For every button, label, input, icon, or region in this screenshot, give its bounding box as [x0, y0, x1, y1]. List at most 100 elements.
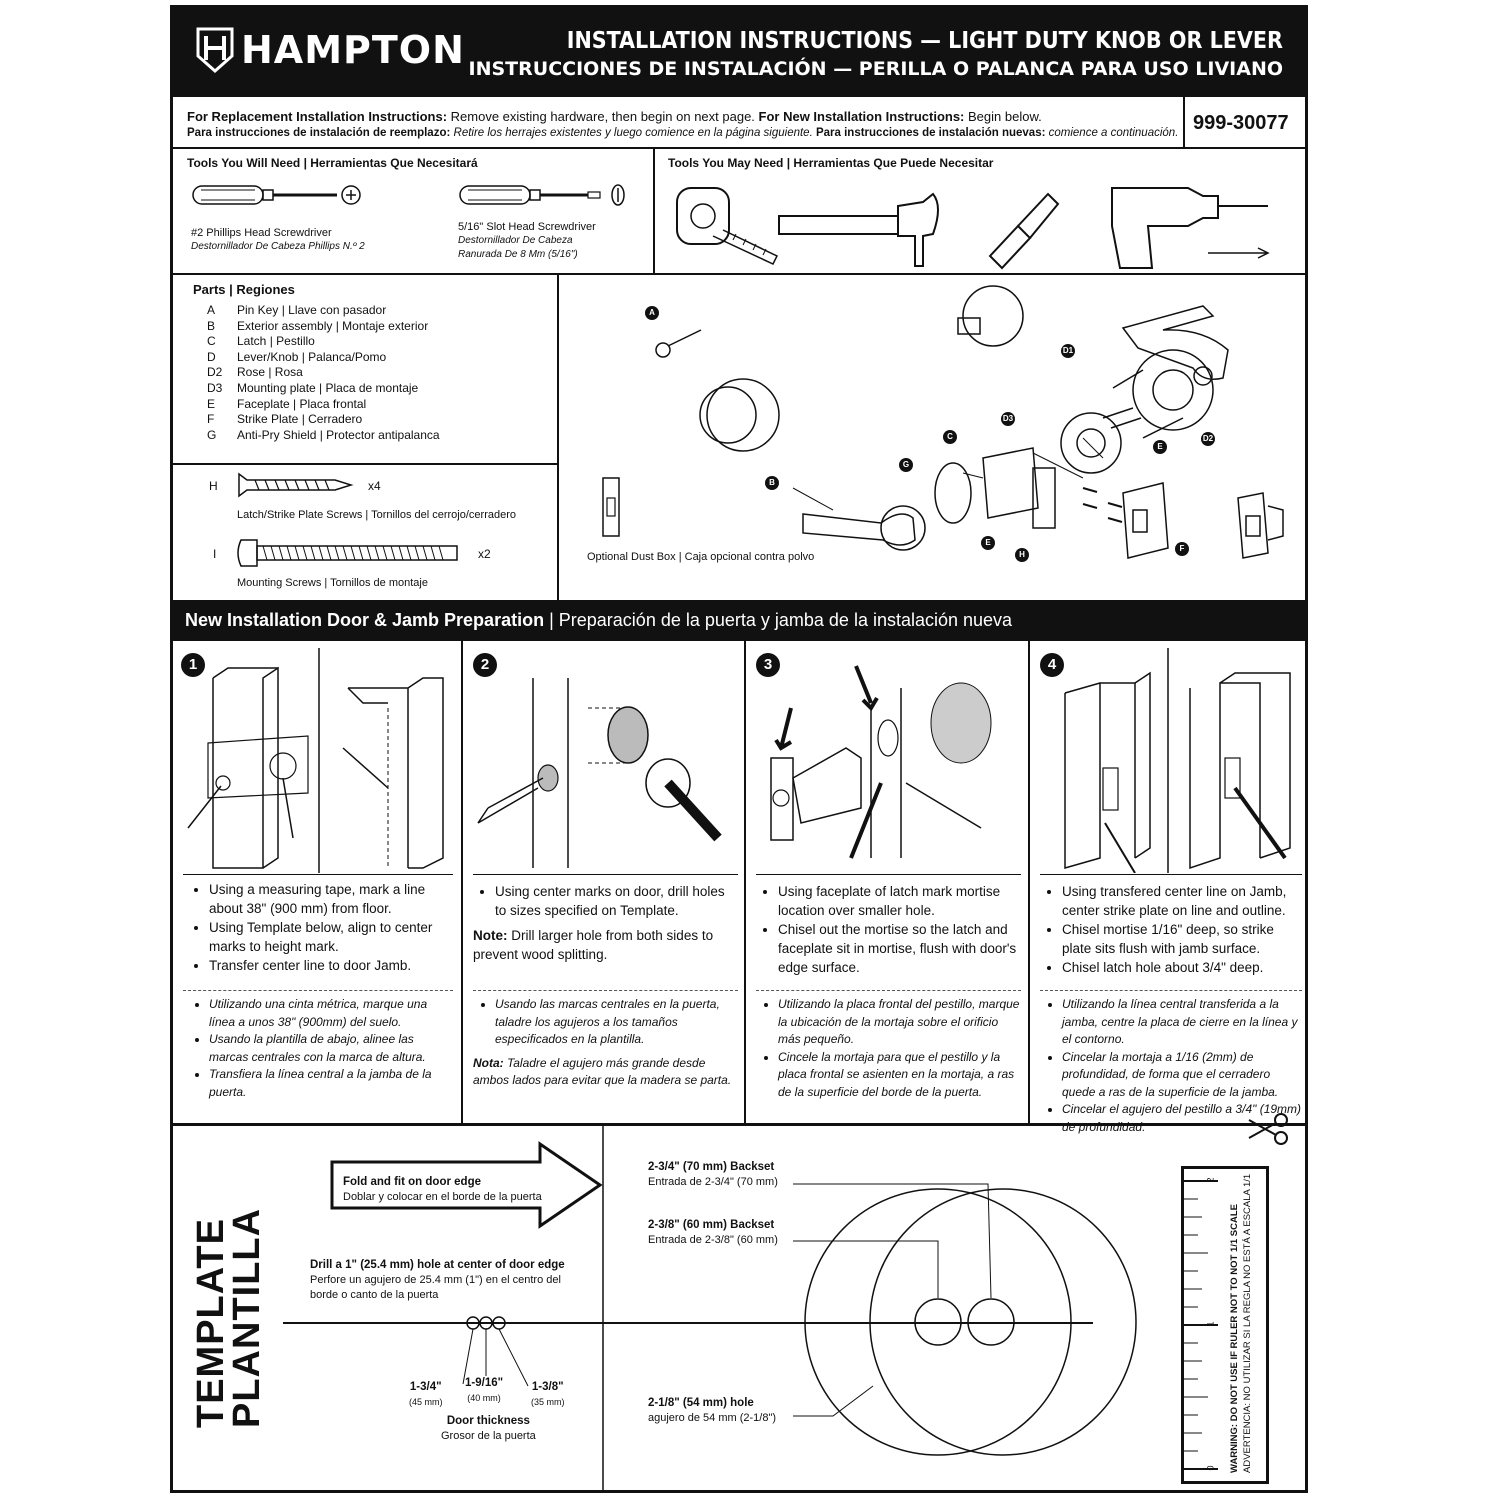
phillips-screwdriver-icon: [192, 185, 361, 205]
step-number: 4: [1040, 653, 1064, 677]
backset-60-es: Entrada de 2-3/8" (60 mm): [648, 1234, 778, 1246]
part-label: Mounting plate | Placa de montaje: [237, 380, 419, 395]
part-label: Faceplate | Placa frontal: [237, 396, 367, 411]
step-number: 1: [181, 653, 205, 677]
screw-h-qty: x4: [368, 479, 381, 493]
part-label: Latch | Pestillo: [237, 334, 315, 349]
cut-line: [173, 1123, 1305, 1126]
section-title-es: Preparación de la puerta y jamba de la i…: [558, 610, 1013, 630]
screw-i-key: I: [213, 547, 217, 561]
title-english: INSTALLATION INSTRUCTIONS — LIGHT DUTY K…: [566, 28, 1283, 54]
template-drawing: [283, 1126, 1137, 1490]
template-title-es: PLANTILLA: [226, 1207, 268, 1428]
fold-arrow-icon: [330, 1141, 603, 1229]
divider: [173, 147, 1305, 149]
divider: [653, 147, 655, 273]
slot-label-es-2: Ranurada De 8 Mm (5/16"): [458, 249, 578, 260]
new-install-label: For New Installation Instructions:: [758, 109, 965, 124]
dust-box-caption: Optional Dust Box | Caja opcional contra…: [587, 551, 815, 563]
brand-logo: HAMPTON: [195, 26, 465, 74]
part-key: D3: [207, 380, 223, 395]
backset-70-label: 2-3/4" (70 mm) Backset Entrada de 2-3/4"…: [648, 1160, 778, 1190]
divider: [173, 463, 558, 465]
step-3-text-es: Utilizando la placa frontal del pestillo…: [756, 996, 1024, 1101]
backset-70-es: Entrada de 2-3/4" (70 mm): [648, 1176, 778, 1188]
thickness-a: 1-3/4" (45 mm): [409, 1380, 443, 1410]
divider: [1040, 874, 1302, 875]
thickness-c-mm: (35 mm): [531, 1397, 565, 1407]
step-1-text-en: Using a measuring tape, mark a line abou…: [187, 880, 455, 975]
step-4-text-en: Using transfered center line on Jamb, ce…: [1040, 882, 1303, 977]
part-badge: D3: [1001, 412, 1015, 426]
part-key: F: [207, 412, 215, 427]
divider: [461, 641, 463, 1123]
ruler-ticks: [1184, 1180, 1218, 1470]
divider: [1183, 97, 1185, 147]
section-separator: |: [544, 610, 559, 630]
divider: [473, 990, 738, 991]
thickness-a-in: 1-3/4": [409, 1381, 442, 1393]
step-bullet: Using center marks on door, drill holes …: [495, 882, 738, 920]
thickness-label: Door thickness Grosor de la puerta: [441, 1414, 536, 1444]
screw-h-label: Latch/Strike Plate Screws | Tornillos de…: [237, 509, 516, 521]
ruler-warning-en: WARNING: DO NOT USE IF RULER NOT TO NOT …: [1229, 1203, 1240, 1473]
ruler-tick-label: 0: [1205, 1465, 1216, 1471]
screw-h-key: H: [209, 479, 218, 493]
part-label: Lever/Knob | Palanca/Pomo: [237, 349, 387, 364]
part-key: D2: [207, 365, 223, 380]
part-badge: F: [1175, 542, 1189, 556]
tape-measure-icon: [676, 187, 779, 265]
replacement-label: For Replacement Installation Instruction…: [187, 109, 448, 124]
new-install-label-es: Para instrucciones de instalación nuevas…: [815, 127, 1046, 139]
new-install-text-es: comience a continuación.: [1045, 127, 1179, 139]
divider: [1040, 990, 1302, 991]
thickness-c: 1-3/8" (35 mm): [531, 1380, 565, 1410]
step-bullet: Transfer center line to door Jamb.: [209, 956, 455, 975]
new-install-text: Begin below.: [964, 109, 1042, 124]
tools-may-heading: Tools You May Need | Herramientas Que Pu…: [668, 156, 994, 170]
slot-caption: 5/16" Slot Head Screwdriver Destornillad…: [458, 220, 596, 262]
part-row: D3 Mounting plate | Placa de montaje: [207, 381, 440, 397]
part-label: Strike Plate | Cerradero: [237, 412, 363, 427]
step-bullet-es: Utilizando una cinta métrica, marque una…: [209, 996, 453, 1031]
divider: [173, 273, 1305, 275]
note-text-es: Taladre el agujero más grande desde ambo…: [473, 1055, 732, 1088]
phillips-label: #2 Phillips Head Screwdriver: [191, 227, 332, 239]
step-bullet: Chisel out the mortise so the latch and …: [778, 920, 1024, 977]
step-4-illustration: [1064, 648, 1291, 873]
drill-label: Drill a 1" (25.4 mm) hole at center of d…: [310, 1258, 610, 1303]
step-3-text-en: Using faceplate of latch mark mortise lo…: [756, 882, 1024, 977]
thickness-b-mm: (40 mm): [467, 1393, 501, 1403]
replacement-label-es: Para instrucciones de instalación de ree…: [187, 127, 451, 139]
chisel-icon: [988, 192, 1060, 270]
step-2-illustration: [477, 678, 722, 868]
replacement-text: Remove existing hardware, then begin on …: [447, 109, 759, 124]
fold-label-es: Doblar y colocar en el borde de la puert…: [343, 1191, 542, 1203]
drill-label-es-1: Perfore un agujero de 25.4 mm (1") en el…: [310, 1274, 561, 1286]
part-badge: E: [981, 536, 995, 550]
step-2-text-en: Using center marks on door, drill holes …: [473, 882, 738, 964]
part-badge: D2: [1201, 432, 1215, 446]
slot-screwdriver-icon: [459, 184, 625, 206]
ruler-warning-es: ADVERTENCIA: NO UTILIZAR SI LA REGLA NO …: [1242, 1173, 1253, 1473]
part-badge: B: [765, 476, 779, 490]
hole-en: 2-1/8" (54 mm) hole: [648, 1397, 754, 1409]
step-bullet: Using a measuring tape, mark a line abou…: [209, 880, 455, 918]
screw-i-qty: x2: [478, 547, 491, 561]
backset-60-en: 2-3/8" (60 mm) Backset: [648, 1219, 775, 1231]
slot-label-es-1: Destornillador De Cabeza: [458, 235, 573, 246]
part-badge: A: [645, 306, 659, 320]
part-label: Rose | Rosa: [237, 365, 303, 380]
part-key: B: [207, 318, 216, 333]
part-key: G: [207, 427, 217, 442]
part-badge: D1: [1061, 344, 1075, 358]
instruction-sheet: HAMPTON INSTALLATION INSTRUCTIONS — LIGH…: [170, 5, 1308, 1493]
step-4-text-es: Utilizando la línea central transferida …: [1040, 996, 1303, 1136]
step-2-note-es: Nota: Taladre el agujero más grande desd…: [473, 1055, 738, 1090]
drill-label-es-2: borde o canto de la puerta: [310, 1289, 439, 1301]
